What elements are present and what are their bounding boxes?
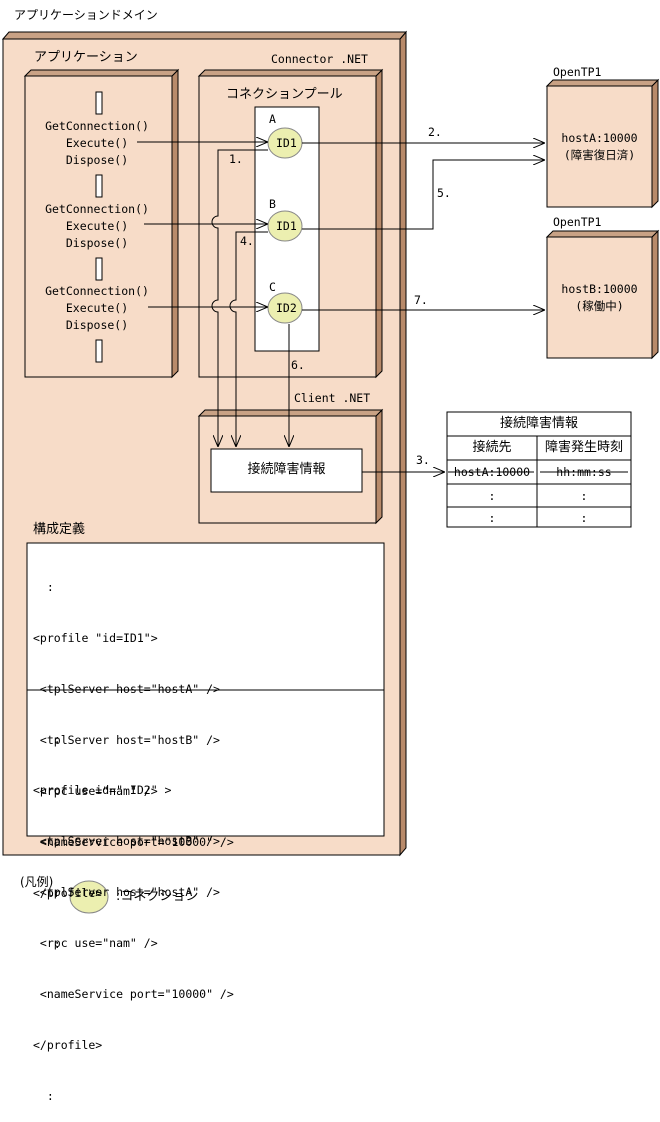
client-net-box: [197, 408, 384, 525]
config-line: </profile>: [33, 1038, 103, 1052]
failure-table-title: 接続障害情報: [499, 416, 578, 431]
config-title: 構成定義: [33, 522, 86, 537]
connector-title: Connector .NET: [271, 52, 368, 66]
failure-info-box: [210, 448, 363, 493]
connection-id-c: ID2: [276, 301, 297, 315]
failure-table-cell: :: [580, 489, 588, 503]
config-line: <rpc use="nam" />: [33, 784, 158, 798]
arrow-step-5: [302, 160, 545, 230]
failure-table-header-time: 障害発生時刻: [544, 440, 623, 455]
step-label-7: 7.: [414, 293, 428, 307]
legend-label: :コネクション: [116, 889, 199, 904]
connection-letter-c: C: [269, 280, 276, 294]
step-label-2: 2.: [428, 125, 442, 139]
server-hostb-label: OpenTP1: [553, 215, 602, 229]
config-line: :: [33, 580, 54, 594]
page-title: アプリケーションドメイン: [14, 8, 158, 22]
config-line: <tplServer host="hostA" />: [33, 885, 220, 899]
config-panel: [26, 542, 385, 837]
arrow-step-4: [229, 231, 268, 447]
call-group-2: GetConnection() Execute() Dispose(): [30, 201, 164, 252]
legend-circle: [69, 880, 109, 914]
client-title: Client .NET: [294, 391, 371, 405]
step-label-3: 3.: [416, 453, 430, 467]
config-line: <profile "id=ID1">: [33, 631, 158, 645]
server-hosta-label: OpenTP1: [553, 65, 602, 79]
failure-table-cell: :: [488, 511, 496, 525]
process-bar: [95, 174, 103, 198]
config-line: <tplServer host="hostB" />: [33, 733, 220, 747]
call-dispose: Dispose(): [65, 236, 129, 250]
connection-circle-b: [267, 210, 303, 242]
step-label-4: 4.: [240, 234, 254, 248]
server-hosta-status: (障害復日済): [563, 148, 636, 162]
failure-table-cell: hostA:10000: [453, 465, 531, 479]
failure-table-cell: :: [580, 511, 588, 525]
server-hostb-status: (稼働中): [575, 299, 624, 313]
diagram-canvas: [1, 30, 660, 914]
step-label-1: 1.: [229, 152, 243, 166]
failure-table-cell: hh:mm:ss: [556, 465, 612, 479]
server-hostb-text: hostB:10000 (稼働中): [547, 281, 652, 315]
call-group-1: GetConnection() Execute() Dispose(): [30, 118, 164, 169]
config-block-1: : <profile "id=ID1"> <tplServer host="ho…: [33, 545, 234, 970]
config-line: <profile id=" ID2" >: [33, 783, 172, 797]
step-label-6: 6.: [291, 358, 305, 372]
arrow-step-1: [211, 149, 268, 447]
process-bar: [95, 257, 103, 281]
config-line: <nameService port="10000" />: [33, 835, 234, 849]
server-hostb-box: [545, 229, 660, 360]
config-line: <nameService port="10000" />: [33, 987, 234, 1001]
call-execute: Execute(): [65, 301, 129, 315]
connection-letter-b: B: [269, 197, 276, 211]
connection-id-a: ID1: [276, 136, 297, 150]
config-line: <tplServer host="hostA" />: [33, 682, 220, 696]
server-hosta-box: [545, 78, 660, 209]
call-execute: Execute(): [65, 219, 129, 233]
legend-title: (凡例): [20, 875, 54, 889]
config-line: :: [33, 1089, 54, 1103]
process-bar: [95, 339, 103, 363]
config-line: :: [33, 732, 61, 746]
call-getconnection: GetConnection(): [45, 202, 149, 216]
config-line: <rpc use="nam" />: [33, 936, 158, 950]
server-hostb-host: hostB:10000: [561, 282, 638, 296]
server-hosta-text: hostA:10000 (障害復日済): [547, 130, 652, 164]
connection-letter-a: A: [269, 112, 276, 126]
connection-circle-c: [267, 292, 303, 324]
pool-title: コネクションプール: [226, 87, 343, 102]
call-execute: Execute(): [65, 136, 129, 150]
config-block-2: : <profile id=" ID2" > <tplServer host="…: [33, 697, 234, 1122]
server-hosta-host: hostA:10000: [561, 131, 638, 145]
application-title: アプリケーション: [34, 50, 138, 65]
call-group-3: GetConnection() Execute() Dispose(): [30, 283, 164, 334]
call-dispose: Dispose(): [65, 318, 129, 332]
call-getconnection: GetConnection(): [45, 284, 149, 298]
call-dispose: Dispose(): [65, 153, 129, 167]
connection-id-b: ID1: [276, 219, 297, 233]
step-label-5: 5.: [437, 186, 451, 200]
failure-table-header-host: 接続先: [472, 440, 512, 455]
failure-table-grid: [446, 411, 632, 528]
config-line: </profile>: [33, 886, 103, 900]
config-line: <tplServer host="hostB" />: [33, 834, 220, 848]
failure-info-label: 接続障害情報: [247, 462, 326, 477]
application-box: [23, 68, 180, 379]
failure-table-cell: :: [488, 489, 496, 503]
call-getconnection: GetConnection(): [45, 119, 149, 133]
connector-arrows: [137, 142, 545, 472]
process-bar: [95, 91, 103, 115]
